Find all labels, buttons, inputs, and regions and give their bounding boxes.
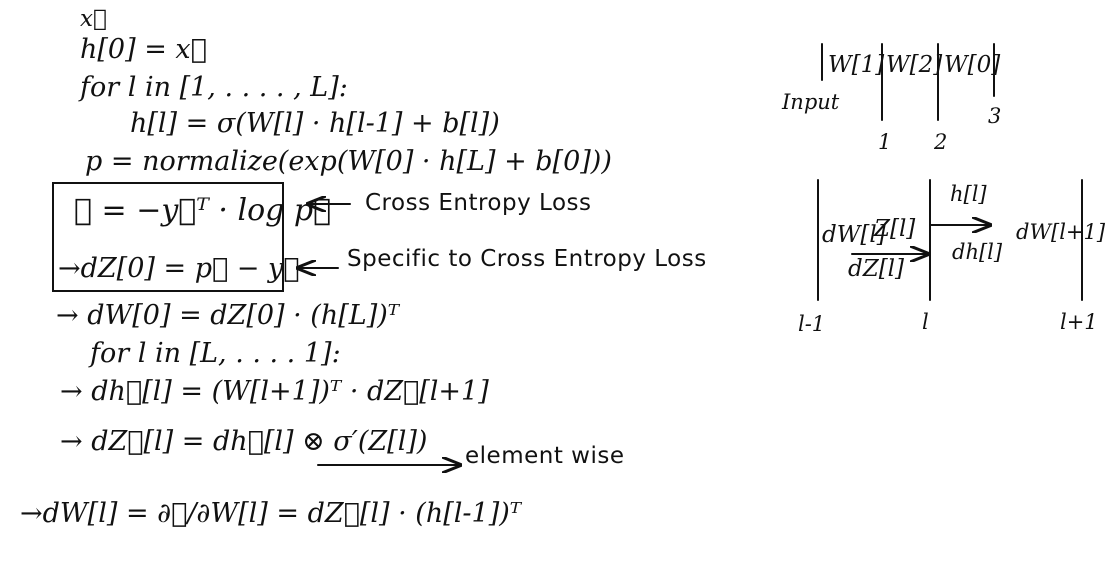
diagram-label-l-minus-1: l-1 bbox=[798, 312, 826, 336]
input-label: Input bbox=[782, 90, 840, 114]
network-weight-1: W[1] bbox=[828, 52, 885, 78]
dh-equation: → dh⃗[l] = (W[l+1])ᵀ · dZ⃗[l+1] bbox=[60, 376, 489, 407]
network-weight-2: W[2] bbox=[886, 52, 943, 78]
specific-annotation: Specific to Cross Entropy Loss bbox=[347, 246, 707, 272]
forward-loop: for l in [1, . . . . , L]: bbox=[80, 72, 348, 103]
diagram-label-l: l bbox=[922, 310, 929, 334]
element-wise-annotation: element wise bbox=[465, 443, 625, 469]
diagram-dw-l: dW[l] bbox=[822, 222, 886, 248]
hidden-update: h[l] = σ(W[l] · h[l-1] + b[l]) bbox=[130, 108, 500, 139]
cross-entropy-annotation: Cross Entropy Loss bbox=[365, 190, 592, 216]
backward-loop: for l in [L, . . . . 1]: bbox=[90, 338, 341, 369]
layer-number-2: 2 bbox=[934, 130, 948, 154]
diagram-dz-l: dZ[l] bbox=[848, 256, 905, 282]
dz-layer-equation: → dZ⃗[l] = dh⃗[l] ⊗ σ′(Z[l]) bbox=[60, 426, 428, 457]
layer-number-3: 3 bbox=[988, 104, 1002, 128]
diagram-z-l: Z[l] bbox=[874, 216, 916, 242]
diagram-dh-l: dh[l] bbox=[952, 240, 1003, 264]
layer-number-1: 1 bbox=[878, 130, 892, 154]
diagram-h-l: h[l] bbox=[950, 182, 987, 206]
h0-definition: h[0] = x⃗ bbox=[80, 34, 207, 65]
softmax-output: p = normalize(exp(W[0] · h[L] + b[0])) bbox=[85, 146, 612, 177]
x-vector: x⃗ bbox=[80, 6, 107, 32]
loss-equation: 𝓛 = −y⃗ᵀ · log p⃗ bbox=[74, 193, 332, 228]
dw0-equation: → dW[0] = dZ[0] · (h[L])ᵀ bbox=[56, 300, 400, 331]
dw-layer-equation: →dW[l] = ∂𝓛/∂W[l] = dZ⃗[l] · (h[l-1])ᵀ bbox=[20, 498, 522, 529]
dz0-equation: →dZ[0] = p⃗ − y⃗ bbox=[58, 253, 300, 284]
diagram-label-l-plus-1: l+1 bbox=[1060, 310, 1098, 334]
network-weight-0: W[0] bbox=[944, 52, 1001, 78]
loss-box bbox=[52, 182, 284, 292]
